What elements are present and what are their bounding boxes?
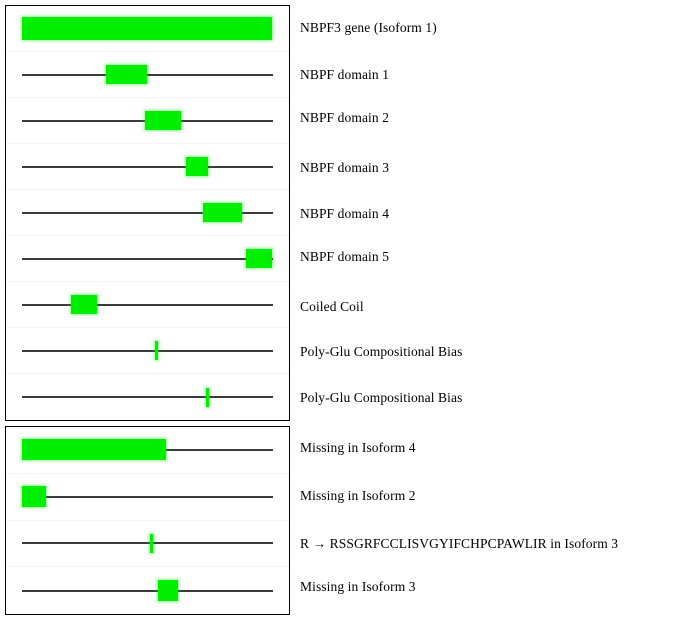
feature-label: NBPF3 gene (Isoform 1) [300, 20, 437, 35]
feature-label: Poly-Glu Compositional Bias [300, 390, 463, 405]
feature-track-row[interactable] [6, 520, 289, 568]
sequence-backbone-line [22, 542, 273, 545]
sequence-backbone-line [22, 73, 273, 76]
feature-label: Missing in Isoform 3 [300, 579, 416, 594]
feature-label: Missing in Isoform 2 [300, 488, 416, 503]
feature-label: NBPF domain 1 [300, 67, 390, 82]
missing-region-block[interactable] [22, 486, 46, 508]
feature-label: Poly-Glu Compositional Bias [300, 344, 463, 359]
feature-track-row[interactable] [6, 144, 289, 190]
main-features-panel [5, 5, 290, 421]
substitution-tick[interactable] [149, 533, 153, 553]
feature-track-row[interactable] [6, 328, 289, 374]
feature-track-row[interactable] [6, 473, 289, 521]
feature-track-row[interactable] [6, 567, 289, 614]
full-length-bar[interactable] [22, 17, 272, 40]
feature-track-row[interactable] [6, 236, 289, 282]
feature-track-row[interactable] [6, 52, 289, 98]
domain-block[interactable] [203, 203, 242, 222]
sequence-backbone-line [22, 303, 273, 306]
feature-label: Coiled Coil [300, 299, 364, 314]
feature-track-row[interactable] [6, 190, 289, 236]
feature-label: NBPF domain 4 [300, 206, 390, 221]
domain-block[interactable] [185, 157, 209, 176]
feature-track-row[interactable] [6, 282, 289, 328]
domain-block[interactable] [245, 249, 272, 268]
compositional-bias-tick[interactable] [154, 341, 158, 360]
feature-label: Missing in Isoform 4 [300, 440, 416, 455]
feature-label: NBPF domain 2 [300, 110, 390, 125]
sequence-backbone-line [22, 589, 273, 592]
sequence-backbone-line [22, 495, 273, 498]
domain-block[interactable] [105, 65, 147, 84]
feature-track-row[interactable] [6, 374, 289, 420]
sequence-backbone-line [22, 165, 273, 168]
isoform-variations-panel [5, 426, 290, 615]
sequence-backbone-line [22, 257, 273, 260]
sequence-backbone-line [22, 349, 273, 352]
feature-label: NBPF domain 3 [300, 160, 390, 175]
sequence-backbone-line [22, 211, 273, 214]
feature-track-row[interactable] [6, 6, 289, 52]
feature-label: R → RSSGRFCCLISVGYIFCHPCPAWLIR in Isofor… [300, 536, 619, 551]
coiled-coil-block[interactable] [70, 295, 97, 314]
feature-track-row[interactable] [6, 98, 289, 144]
missing-region-block[interactable] [158, 580, 179, 602]
feature-track-row[interactable] [6, 427, 289, 474]
domain-block[interactable] [144, 111, 181, 130]
compositional-bias-tick[interactable] [205, 387, 209, 407]
missing-region-block[interactable] [22, 439, 166, 461]
sequence-backbone-line [22, 396, 273, 398]
feature-label: NBPF domain 5 [300, 249, 390, 264]
